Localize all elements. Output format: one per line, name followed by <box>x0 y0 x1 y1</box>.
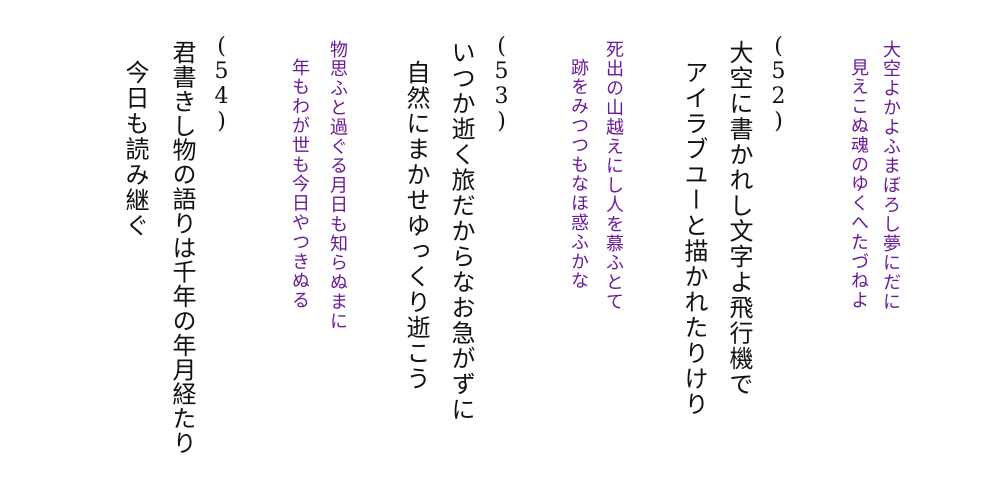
stanza-53-poem-line-2: 自然にまかせゆっくり逝こう <box>402 60 430 392</box>
stanza-52-number: (52) <box>766 34 791 134</box>
stanza-54-poem-line-1: 君書きし物の語りは千年の年月経たり <box>168 40 196 455</box>
stanza-53-quote-line-1: 死出の山越えにし人を慕ふとて <box>603 40 624 312</box>
stanza-54-number: (54) <box>209 34 234 134</box>
stanza-54-poem-line-2: 今日も読み継ぐ <box>121 60 149 239</box>
stanza-52-poem-line-2: アイラブユーと描かれたりけり <box>680 60 708 417</box>
stanza-53-poem-line-1: いつか逝く旅だからなお急がずに <box>447 40 475 423</box>
stanza-54-quote-line-2: 年もわが世も今日やつきぬる <box>289 58 310 311</box>
stanza-52-quote-line-2: 見えこぬ魂のゆくへたづねよ <box>848 58 869 311</box>
stanza-52-quote-line-1: 大空よかよふまぼろし夢にだに <box>880 40 901 312</box>
stanza-52-poem-line-1: 大空に書かれし文字よ飛行機で <box>725 40 753 397</box>
stanza-54-quote-line-1: 物思ふと過ぐる月日も知らぬまに <box>327 40 348 331</box>
stanza-53-number: (53) <box>489 34 514 134</box>
stanza-53-quote-line-2: 跡をみつつもなほ惑ふかな <box>568 58 589 291</box>
